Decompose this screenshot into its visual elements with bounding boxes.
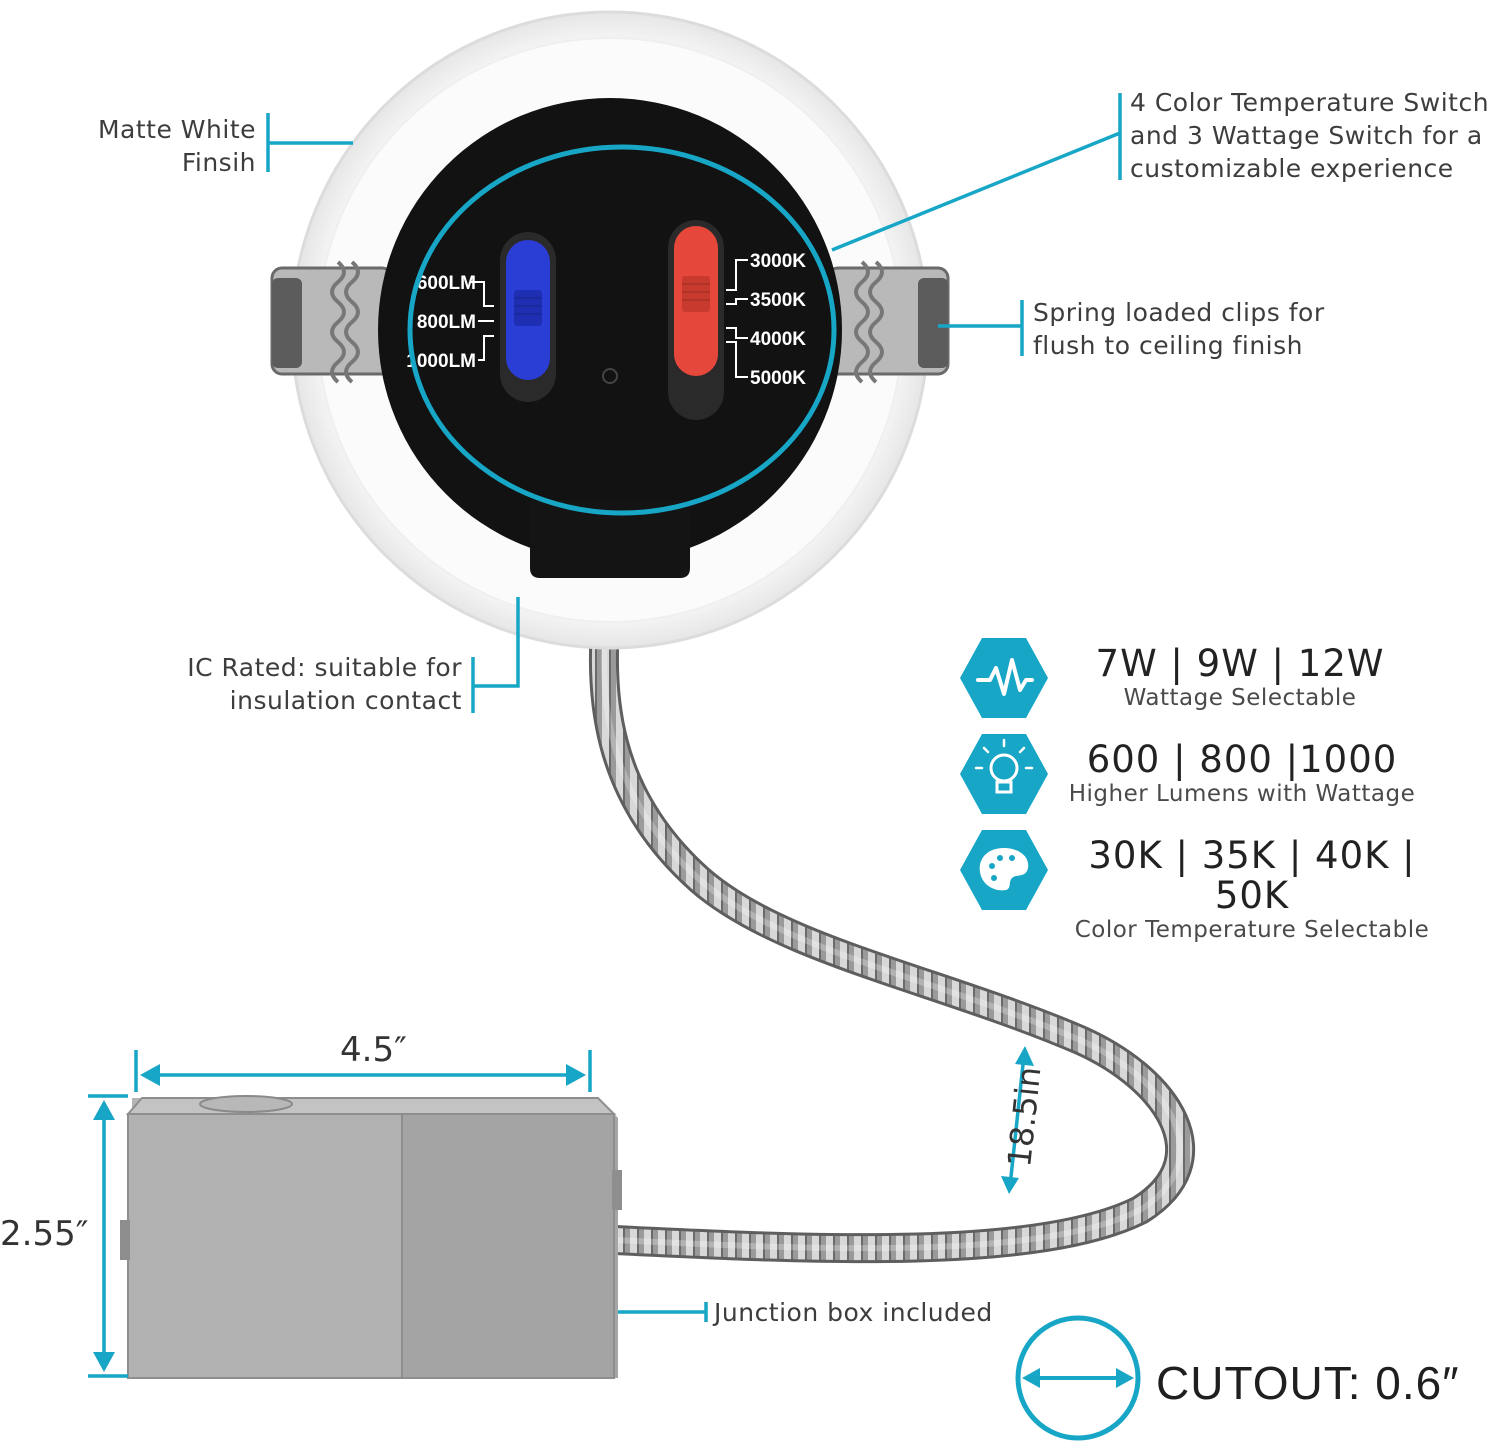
finish-callout-line2: Finsih — [181, 148, 256, 177]
junction-callout-text: Junction box included — [714, 1298, 993, 1327]
lumen-label-1000: 1000LM — [406, 351, 476, 372]
ic-leader — [471, 597, 520, 713]
ic-rated-callout: IC Rated: suitable for insulation contac… — [150, 651, 462, 717]
driver-housing — [378, 98, 842, 578]
cable-length-label: 18.5in — [1000, 1065, 1048, 1169]
switch-callout-line2: and 3 Wattage Switch for a — [1130, 121, 1483, 150]
switch-callout-line1: 4 Color Temperature Switch — [1130, 88, 1490, 117]
junction-leader — [605, 1302, 708, 1322]
switch-leader — [831, 93, 1122, 252]
clips-callout-line1: Spring loaded clips for — [1033, 298, 1325, 327]
lumen-label-600: 600LM — [417, 273, 476, 294]
ic-rated-callout-line1: IC Rated: suitable for — [187, 653, 462, 682]
cct-label-3500: 3500K — [750, 290, 806, 311]
junction-box — [120, 1095, 622, 1379]
clips-callout: Spring loaded clips for flush to ceiling… — [1033, 296, 1353, 362]
cct-label-5000: 5000K — [750, 368, 806, 389]
palette-icon — [960, 830, 1048, 910]
switch-callout: 4 Color Temperature Switch and 3 Wattage… — [1130, 86, 1496, 185]
wattage-switch — [500, 232, 556, 402]
finish-callout: Matte White Finsih — [60, 113, 256, 179]
feature-cct-headline: 30K | 35K | 40K | 50K — [1088, 834, 1416, 917]
clips-leader — [938, 300, 1024, 356]
cct-switch — [668, 220, 724, 420]
feature-wattage-headline: 7W | 9W | 12W — [1095, 642, 1385, 685]
finish-leader — [266, 113, 353, 172]
clips-callout-line2: flush to ceiling finish — [1033, 331, 1303, 360]
box-width-label: 4.5″ — [340, 1030, 407, 1070]
feature-wattage: 7W | 9W | 12W Wattage Selectable — [1060, 644, 1420, 712]
feature-lumens-headline: 600 | 800 |1000 — [1086, 738, 1398, 781]
cutout-label: CUTOUT: 0.6″ — [1156, 1357, 1460, 1409]
cct-label-4000: 4000K — [750, 329, 806, 350]
feature-wattage-caption: Wattage Selectable — [1123, 685, 1357, 711]
switch-callout-line3: customizable experience — [1130, 154, 1454, 183]
feature-cct-caption: Color Temperature Selectable — [1074, 917, 1430, 943]
box-height-label: 2.55″ — [0, 1214, 89, 1254]
cct-label-3000: 3000K — [750, 251, 806, 272]
lightbulb-icon — [960, 734, 1048, 814]
lumen-label-800: 800LM — [417, 312, 476, 333]
feature-cct: 30K | 35K | 40K | 50K Color Temperature … — [1052, 836, 1452, 944]
feature-lumens-caption: Higher Lumens with Wattage — [1068, 781, 1416, 807]
spring-clip-left — [270, 260, 394, 384]
waveform-icon — [960, 638, 1048, 718]
spring-clip-right — [826, 260, 950, 384]
ic-rated-callout-line2: insulation contact — [229, 686, 462, 715]
finish-callout-line1: Matte White — [97, 115, 256, 144]
feature-lumens: 600 | 800 |1000 Higher Lumens with Watta… — [1050, 740, 1434, 808]
cutout-icon — [1015, 1315, 1141, 1441]
switch-highlight-ring — [407, 144, 837, 516]
junction-callout: Junction box included — [714, 1296, 1014, 1329]
